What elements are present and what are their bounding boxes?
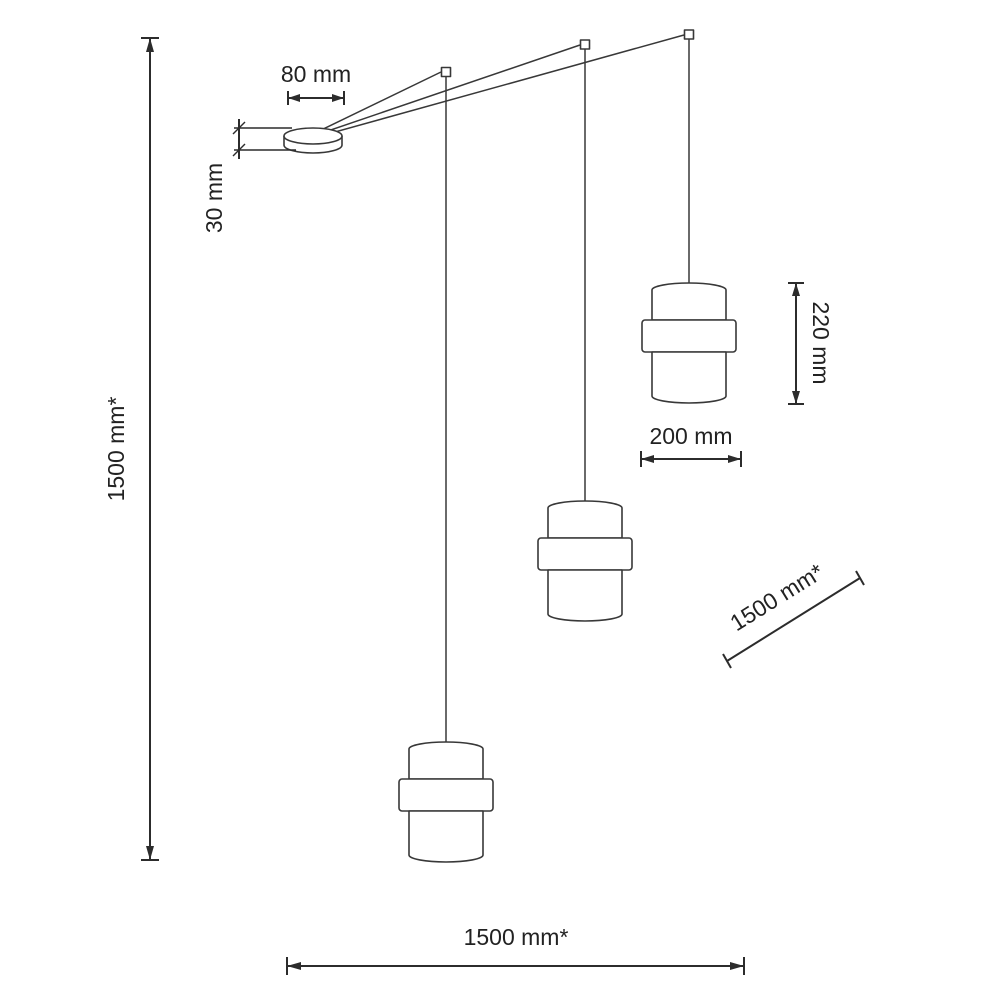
dimension-canopy-width: 80 mm <box>281 61 351 105</box>
ceiling-mount-1 <box>440 66 452 78</box>
dimension-canopy-height: 30 mm <box>201 119 296 233</box>
lamp-shade-1 <box>398 741 494 863</box>
canopy-width-label: 80 mm <box>281 61 351 87</box>
cable-length-label: 1500 mm* <box>725 558 828 636</box>
ceiling-mounts <box>440 29 695 78</box>
lamp-shade-2 <box>537 500 633 622</box>
ceiling-mount-3 <box>683 29 695 40</box>
span-cable-1 <box>314 71 442 134</box>
dimension-total-height: 1500 mm* <box>103 37 159 861</box>
span-cable-2 <box>315 44 581 136</box>
shade-width-label: 200 mm <box>649 423 732 449</box>
lamp-shade-3 <box>641 282 737 404</box>
ceiling-mount-2 <box>579 39 591 50</box>
drop-cables <box>445 39 690 746</box>
dimension-total-width: 1500 mm* <box>286 924 745 975</box>
shade-height-label: 220 mm <box>808 301 834 384</box>
total-width-label: 1500 mm* <box>464 924 569 950</box>
dimension-shade-width: 200 mm <box>640 423 742 467</box>
dimension-cable-length: 1500 mm* <box>722 558 865 669</box>
span-cables <box>314 34 685 138</box>
total-height-label: 1500 mm* <box>103 397 129 502</box>
span-cable-3 <box>316 34 685 138</box>
canopy <box>283 127 343 154</box>
canopy-height-label: 30 mm <box>201 163 227 233</box>
dimension-shade-height: 220 mm <box>788 282 834 405</box>
